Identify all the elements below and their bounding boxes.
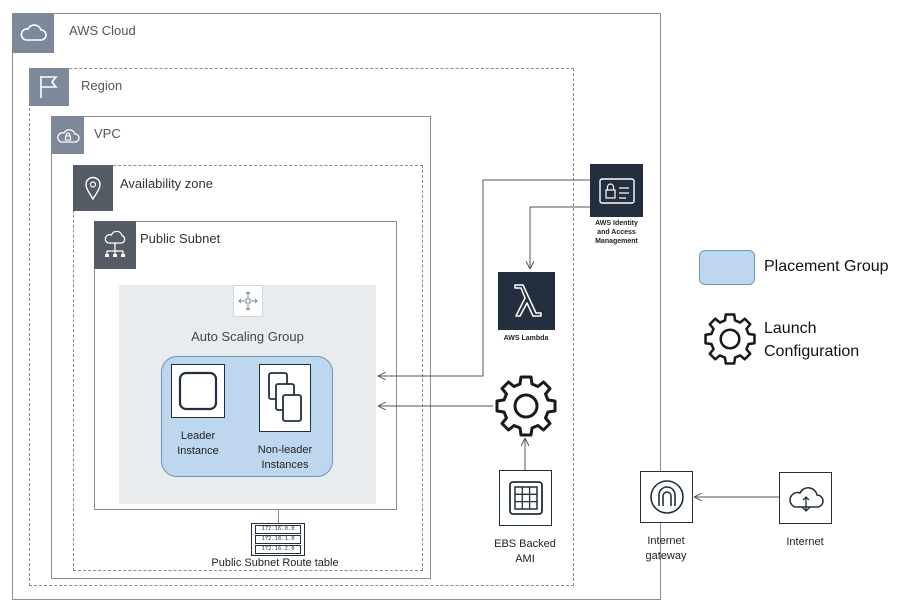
legend-placement-group-label: Placement Group — [764, 258, 889, 275]
aws-cloud-group: AWS Cloud — [12, 13, 661, 600]
aws-cloud-label: AWS Cloud — [69, 23, 136, 38]
lambda-label: AWS Lambda — [503, 335, 549, 342]
legend-launch-configuration-label: Launch Configuration — [764, 320, 860, 360]
non-leader-instances-label: Non-leader Instances — [257, 444, 313, 471]
auto-scaling-group-label: Auto Scaling Group — [191, 329, 304, 344]
route-table-row: 172.16.2.0 — [255, 545, 301, 554]
legend-gear-icon — [703, 312, 757, 366]
auto-scaling-icon — [233, 285, 263, 317]
region-label: Region — [81, 78, 123, 93]
location-pin-icon — [73, 165, 113, 211]
public-subnet-label: Public Subnet — [140, 231, 221, 246]
cloud-icon — [12, 13, 54, 53]
route-table-icon: 172.16.0.0 172.16.1.0 172.16.2.0 — [251, 523, 305, 556]
route-table-row: 172.16.1.0 — [255, 535, 301, 544]
legend-placement-group-swatch — [699, 250, 755, 285]
iam-label: AWS Identity and Access Management — [595, 220, 638, 245]
internet-gateway-label: Internet gateway — [645, 535, 687, 562]
vpc-label: VPC — [94, 126, 121, 141]
route-table-label: Public Subnet Route table — [211, 557, 339, 569]
internet-cloud-icon — [779, 472, 832, 524]
subnet-icon — [94, 221, 136, 269]
availability-zone-label: Availability zone — [120, 176, 213, 191]
iam-icon — [590, 164, 643, 217]
lambda-icon — [498, 272, 555, 330]
vpc-lock-icon — [51, 116, 84, 154]
ebs-ami-label: EBS Backed AMI — [494, 538, 556, 565]
leader-instance-label: Leader Instance — [177, 430, 219, 457]
ebs-ami-icon — [499, 470, 552, 526]
leader-instance-icon — [171, 364, 225, 418]
region-group: Region — [29, 68, 574, 586]
route-table-row: 172.16.0.0 — [255, 525, 301, 534]
flag-icon — [29, 68, 69, 106]
internet-label: Internet — [786, 536, 824, 548]
non-leader-instances-icon — [259, 364, 311, 432]
route-table-connector — [278, 510, 279, 524]
internet-gateway-icon — [640, 471, 693, 523]
launch-configuration-gear-icon — [494, 374, 558, 438]
